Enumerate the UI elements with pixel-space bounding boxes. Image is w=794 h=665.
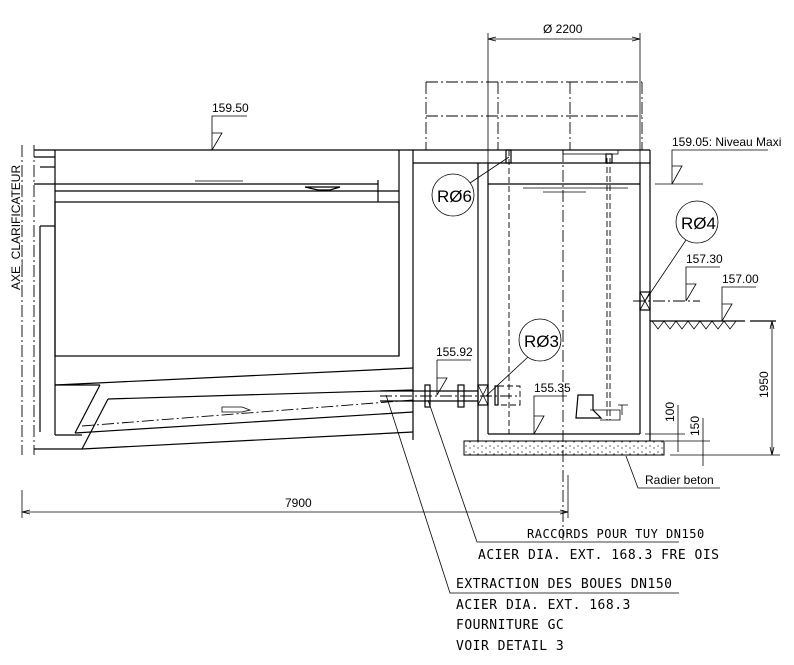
r03-label: RØ3 <box>524 332 559 351</box>
r04-label: RØ4 <box>681 214 716 233</box>
sludge-note: EXTRACTION DES BOUES DN150 ACIER DIA. EX… <box>385 394 679 654</box>
slab-label: Radier beton <box>645 473 714 487</box>
level-max: 159.05: Niveau Maxi <box>672 135 781 149</box>
reference-r03: RØ3 <box>485 318 562 397</box>
depth-label: 1950 <box>757 371 771 398</box>
fittings-title: RACCORDS POUR TUY DN150 <box>527 527 705 541</box>
length-label: 7900 <box>285 496 312 510</box>
fittings-line1: ACIER DIA. EXT. 168.3 FRE OIS <box>478 548 719 563</box>
level-155-35: 155.35 <box>534 381 571 395</box>
reference-r06: RØ6 <box>431 156 510 217</box>
clarifier-axis: AXE_CLARIFICATEUR <box>9 145 35 455</box>
diameter-dimension: Ø 2200 <box>487 22 641 175</box>
sludge-line1: ACIER DIA. EXT. 168.3 <box>456 598 631 613</box>
level-marker-159-50: 159.50 <box>211 101 249 151</box>
length-dimension: 7900 <box>21 475 569 518</box>
slab-callout: Radier beton <box>625 455 720 489</box>
slab-100-label: 100 <box>663 402 677 422</box>
level-159-50: 159.50 <box>212 101 249 115</box>
pump-chamber <box>413 149 665 540</box>
level-marker-157-00: 157.00 <box>721 272 759 322</box>
level-157-30: 157.30 <box>686 252 723 266</box>
level-155-92: 155.92 <box>436 345 473 359</box>
fittings-note: RACCORDS POUR TUY DN150 ACIER DIA. EXT. … <box>427 399 719 563</box>
sludge-title: EXTRACTION DES BOUES DN150 <box>456 577 673 592</box>
level-marker-max: 159.05: Niveau Maxi <box>655 135 781 185</box>
level-marker-155-35: 155.35 <box>533 381 571 435</box>
level-marker-155-92: 155.92 <box>436 345 473 396</box>
cover-outline <box>425 81 643 150</box>
level-157-00: 157.00 <box>722 272 759 286</box>
sludge-line3: VOIR DETAIL 3 <box>456 639 564 654</box>
clarifier-section <box>34 149 414 450</box>
slab-150-label: 150 <box>688 416 702 436</box>
axis-label: AXE_CLARIFICATEUR <box>9 165 23 290</box>
concrete-slab <box>463 440 665 456</box>
depth-dimension: 1950 100 150 <box>645 320 780 466</box>
level-marker-157-30: 157.30 <box>633 252 723 302</box>
reference-r04: RØ4 <box>644 200 719 302</box>
sludge-pipe <box>380 384 521 408</box>
r06-label: RØ6 <box>437 187 472 206</box>
sludge-line2: FOURNITURE GC <box>456 618 564 633</box>
diameter-label: Ø 2200 <box>543 22 583 36</box>
ground-line <box>650 320 776 330</box>
